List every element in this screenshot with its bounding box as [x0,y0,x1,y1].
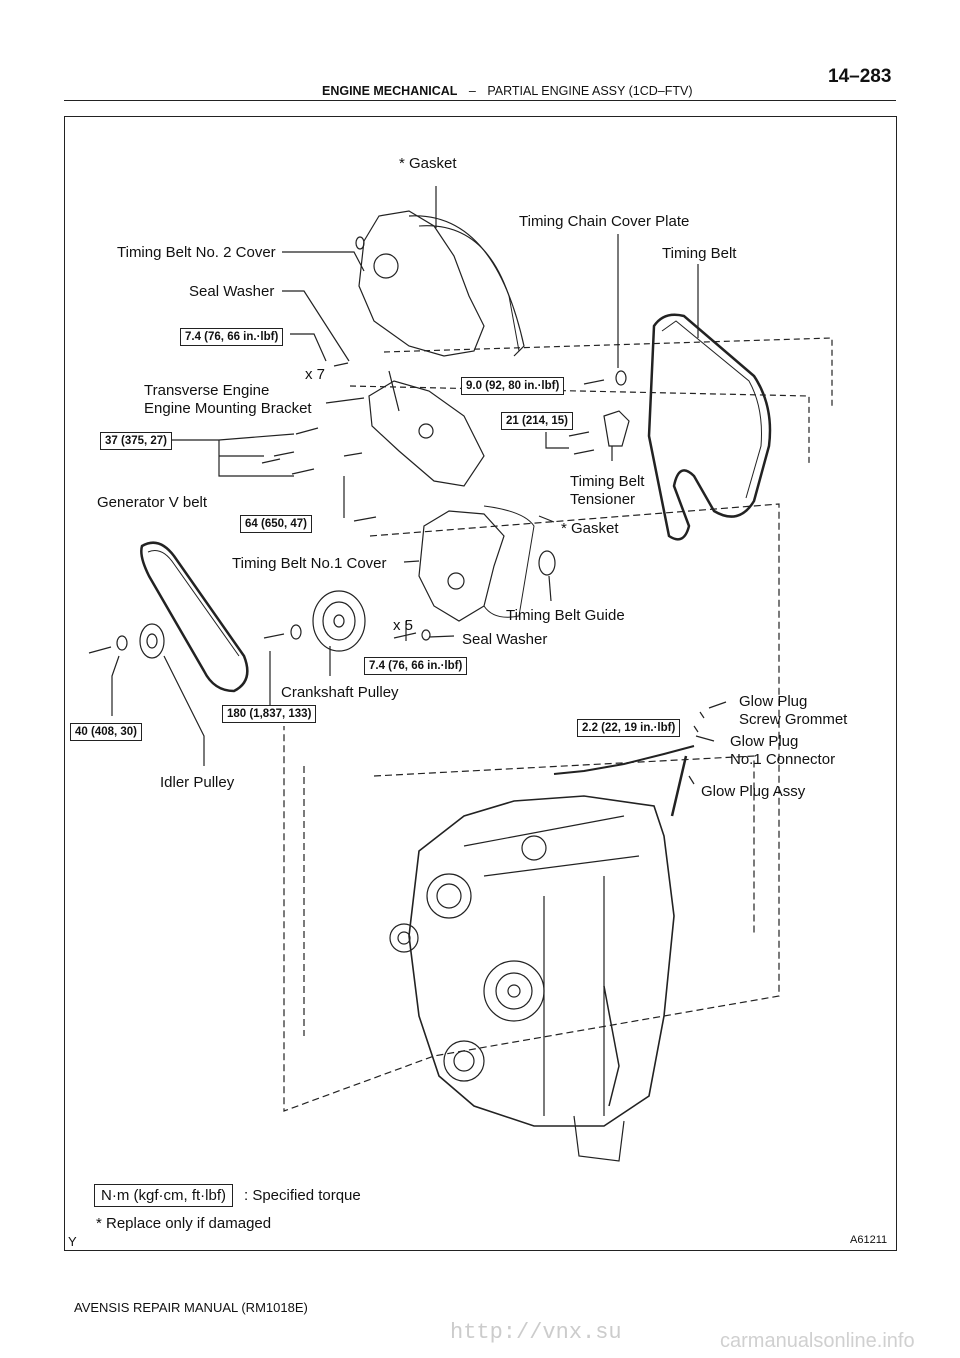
watermark-url[interactable]: http://vnx.su [450,1320,622,1345]
generator-v-belt-shape [140,541,249,693]
label-timing-belt-guide: Timing Belt Guide [506,607,625,624]
figure-code: A61211 [850,1234,888,1246]
page-number: 14–283 [828,66,892,87]
timing-belt-no2-cover-shape [358,210,485,357]
torque-box: 9.0 (92, 80 in.·lbf) [461,377,565,395]
torque-box: 21 (214, 15) [501,412,574,430]
torque-box: 40 (408, 30) [70,723,143,741]
label-seal-washer-top: Seal Washer [189,283,275,300]
label-glow-plug-connector-line2: No.1 Connector [730,751,836,768]
diagram-frame [64,116,897,1251]
label-glow-plug-connector-line1: Glow Plug [730,733,799,750]
torque-box: 2.2 (22, 19 in.·lbf) [577,719,681,737]
label-generator-v-belt: Generator V belt [97,494,208,511]
torque-box: 37 (375, 27) [100,432,173,450]
label-glow-plug-grommet-line2: Screw Grommet [739,711,848,728]
torque-box: 7.4 (76, 66 in.·lbf) [180,328,284,346]
engine-block-shape [389,795,675,1162]
label-timing-belt-no2-cover: Timing Belt No. 2 Cover [117,244,276,261]
legend-note: * Replace only if damaged [96,1215,272,1232]
label-glow-plug-grommet-line1: Glow Plug [739,693,808,710]
legend-unit-text: : Specified torque [244,1187,361,1204]
label-crankshaft-pulley: Crankshaft Pulley [281,684,399,701]
header-separator: – [468,84,476,98]
timing-belt-no1-cover-shape [418,510,505,622]
label-timing-belt-tensioner-line2: Tensioner [570,491,636,508]
header-rule [64,100,896,101]
torque-box: 180 (1,837, 133) [222,705,317,723]
exploded-diagram [88,186,833,1162]
label-timing-belt-no1-cover: Timing Belt No.1 Cover [232,555,387,572]
label-seal-washer-mid: Seal Washer [462,631,548,648]
label-glow-plug-assy: Glow Plug Assy [701,783,806,800]
idler-pulley-shape [139,623,165,659]
legend-unit-box: N·m (kgf·cm, ft·lbf) [94,1184,233,1207]
label-x5: x 5 [393,617,414,634]
header-subsection: PARTIAL ENGINE ASSY (1CD–FTV) [487,84,693,98]
torque-box: 7.4 (76, 66 in.·lbf) [364,657,468,675]
crankshaft-pulley-shape [312,590,366,652]
corner-y-mark: Y [68,1234,77,1249]
page-header: ENGINE MECHANICAL – PARTIAL ENGINE ASSY … [322,84,693,98]
label-gasket-top: * Gasket [399,155,457,172]
label-timing-chain-cover-plate: Timing Chain Cover Plate [519,213,690,230]
label-timing-belt-tensioner-line1: Timing Belt [570,473,645,490]
glow-plug-harness [553,745,695,775]
label-transverse-engine-line2: Engine Mounting Bracket [144,400,312,417]
timing-belt-shape [647,313,772,541]
label-x7: x 7 [305,366,326,383]
header-section: ENGINE MECHANICAL [322,84,458,98]
watermark-site: carmanualsonline.info [720,1330,915,1352]
footer-manual: AVENSIS REPAIR MANUAL (RM1018E) [74,1300,308,1315]
label-transverse-engine-line1: Transverse Engine [144,382,270,399]
label-gasket-mid: * Gasket [561,520,619,537]
torque-box: 64 (650, 47) [240,515,313,533]
label-idler-pulley: Idler Pulley [160,774,235,791]
label-timing-belt: Timing Belt [662,245,737,262]
mounting-bracket-shape [368,380,485,487]
